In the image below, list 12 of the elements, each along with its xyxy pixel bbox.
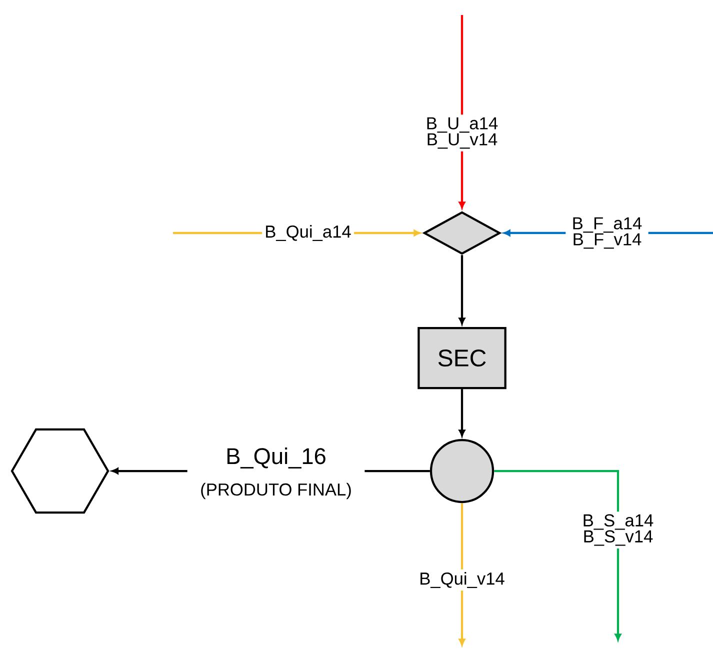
- edge-label: B_Qui_16: [187, 435, 365, 481]
- edge-label: B_Qui_a14: [262, 222, 354, 244]
- process-box: SEC: [418, 326, 506, 390]
- edge-label: B_U_a14 B_U_v14: [420, 114, 504, 152]
- splitter-circle: [430, 438, 494, 504]
- edge-label: B_S_a14 B_S_v14: [576, 512, 660, 548]
- product-hexagon: [10, 428, 110, 514]
- stream-note: (PRODUTO FINAL): [198, 482, 354, 500]
- edge-label: B_Qui_v14: [416, 569, 508, 591]
- arrow: [458, 255, 466, 324]
- arrow: [458, 389, 466, 436]
- edge-label: B_F_a14 B_F_v14: [566, 214, 648, 252]
